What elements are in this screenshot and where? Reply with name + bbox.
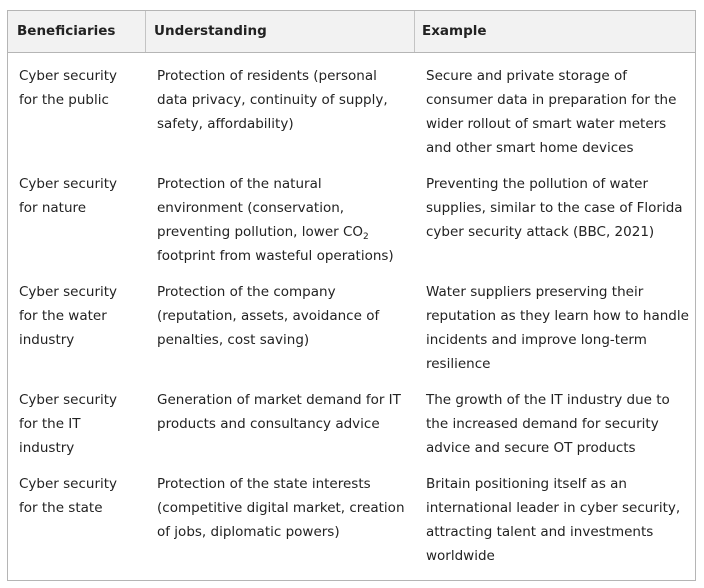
co2-text: preventing pollution, lower CO — [157, 224, 364, 240]
cell-line: for the state — [19, 500, 103, 516]
header-understanding: Understanding — [154, 23, 267, 39]
row2-beneficiary: Cyber security for nature — [19, 172, 117, 220]
header-example: Example — [422, 23, 487, 39]
header-divider — [145, 11, 146, 52]
cell-line: for the public — [19, 92, 109, 108]
cell-line: Water suppliers preserving their — [426, 284, 644, 300]
row4-beneficiary: Cyber security for the IT industry — [19, 388, 117, 460]
cell-line: environment (conservation, — [157, 200, 345, 216]
cell-line: international leader in cyber security, — [426, 500, 681, 516]
cell-line: (competitive digital market, creation — [157, 500, 405, 516]
cell-line: of jobs, diplomatic powers) — [157, 524, 340, 540]
cell-line: reputation as they learn how to handle — [426, 308, 689, 324]
cell-line: consumer data in preparation for the — [426, 92, 677, 108]
cell-line: for the water — [19, 308, 107, 324]
data-table: Beneficiaries Understanding Example Cybe… — [7, 10, 696, 581]
cell-line: for the IT — [19, 416, 81, 432]
cell-line: data privacy, continuity of supply, — [157, 92, 388, 108]
cell-line: Generation of market demand for IT — [157, 392, 401, 408]
cell-line: Protection of the company — [157, 284, 336, 300]
row3-understanding: Protection of the company (reputation, a… — [157, 280, 379, 352]
co2-subscript: 2 — [363, 232, 369, 242]
header-divider — [414, 11, 415, 52]
row4-understanding: Generation of market demand for IT produ… — [157, 388, 401, 436]
cell-line: Protection of the natural — [157, 176, 322, 192]
cell-line: worldwide — [426, 548, 495, 564]
cell-line: the increased demand for security — [426, 416, 659, 432]
cell-line: supplies, similar to the case of Florida — [426, 200, 683, 216]
cell-line-with-subscript: preventing pollution, lower CO2 — [157, 220, 394, 244]
row5-beneficiary: Cyber security for the state — [19, 472, 117, 520]
cell-line: Cyber security — [19, 392, 118, 408]
row3-beneficiary: Cyber security for the water industry — [19, 280, 117, 352]
cell-line: and other smart home devices — [426, 140, 634, 156]
cell-line: Secure and private storage of — [426, 68, 628, 84]
table-header: Beneficiaries Understanding Example — [8, 11, 695, 53]
row5-example: Britain positioning itself as an interna… — [426, 472, 680, 568]
cell-line: penalties, cost saving) — [157, 332, 310, 348]
row5-understanding: Protection of the state interests (compe… — [157, 472, 405, 544]
cell-line: safety, affordability) — [157, 116, 294, 132]
cell-line: Cyber security — [19, 476, 118, 492]
cell-line: Protection of the state interests — [157, 476, 371, 492]
row1-beneficiary: Cyber security for the public — [19, 64, 117, 112]
header-beneficiaries: Beneficiaries — [17, 23, 116, 39]
row2-understanding: Protection of the natural environment (c… — [157, 172, 394, 268]
cell-line: advice and secure OT products — [426, 440, 636, 456]
cell-line: attracting talent and investments — [426, 524, 654, 540]
cell-line: footprint from wasteful operations) — [157, 248, 394, 264]
cell-line: cyber security attack (BBC, 2021) — [426, 224, 655, 240]
row1-understanding: Protection of residents (personal data p… — [157, 64, 388, 136]
row3-example: Water suppliers preserving their reputat… — [426, 280, 689, 376]
cell-line: Britain positioning itself as an — [426, 476, 627, 492]
cell-line: products and consultancy advice — [157, 416, 380, 432]
cell-line: wider rollout of smart water meters — [426, 116, 667, 132]
cell-line: Protection of residents (personal — [157, 68, 377, 84]
row1-example: Secure and private storage of consumer d… — [426, 64, 676, 160]
cell-line: Preventing the pollution of water — [426, 176, 649, 192]
cell-line: for nature — [19, 200, 87, 216]
cell-line: The growth of the IT industry due to — [426, 392, 670, 408]
cell-line: incidents and improve long-term — [426, 332, 647, 348]
cell-line: Cyber security — [19, 68, 118, 84]
cell-line: industry — [19, 332, 75, 348]
cell-line: Cyber security — [19, 176, 118, 192]
cell-line: resilience — [426, 356, 491, 372]
cell-line: Cyber security — [19, 284, 118, 300]
cell-line: industry — [19, 440, 75, 456]
row2-example: Preventing the pollution of water suppli… — [426, 172, 683, 244]
cell-line: (reputation, assets, avoidance of — [157, 308, 380, 324]
row4-example: The growth of the IT industry due to the… — [426, 388, 670, 460]
